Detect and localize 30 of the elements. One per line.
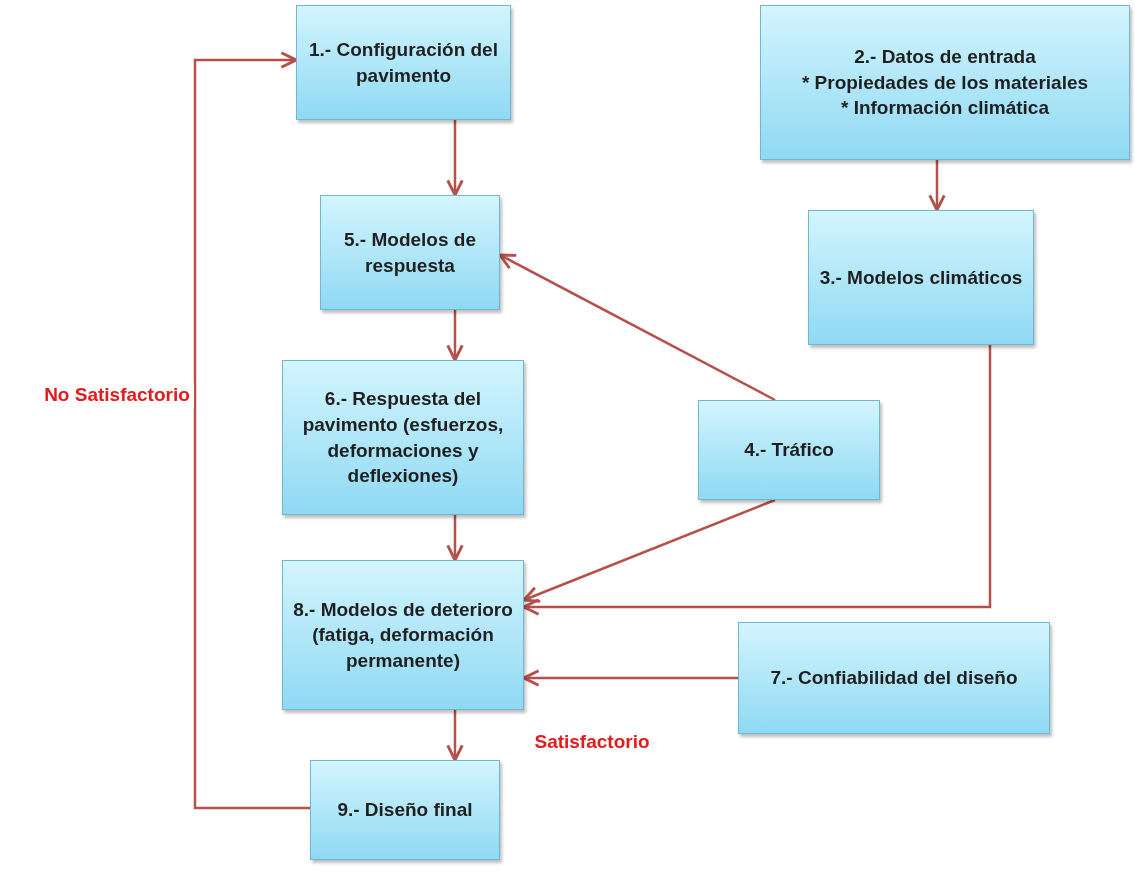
process-box: [698, 400, 880, 500]
arrow: [928, 160, 946, 212]
arrow: [522, 669, 738, 687]
box-text: 8.- Modelos de deterioro (fatiga, deformación permanente): [292, 597, 514, 673]
process-box: [310, 760, 500, 860]
process-box: [320, 195, 500, 310]
arrow: [498, 253, 776, 402]
arrow: [446, 515, 464, 562]
process-box: [282, 560, 524, 710]
box-text: * Propiedades de los materiales: [801, 70, 1089, 95]
box-text: 5.- Modelos de respuesta: [343, 227, 477, 278]
box-text: 2.- Datos de entrada: [854, 45, 1036, 70]
arrow: [522, 498, 776, 603]
arrow: [522, 345, 992, 616]
process-box: [760, 5, 1130, 160]
arrow: [193, 51, 310, 810]
box-text: 1.- Configuración del pavimento: [308, 37, 499, 88]
process-box: [738, 622, 1050, 734]
process-box: [808, 210, 1034, 345]
box-text: 7.- Confiabilidad del diseño: [770, 666, 1018, 691]
box-text: 3.- Modelos climáticos: [819, 265, 1023, 290]
process-box: [282, 360, 524, 515]
box-text: 6.- Respuesta del pavimento (esfuerzos, deformaciones y deflexiones): [301, 387, 505, 489]
arrow: [446, 310, 464, 362]
box-text: 4.- Tráfico: [744, 438, 834, 463]
box-text: 9.- Diseño final: [337, 798, 473, 823]
process-box: [296, 5, 511, 120]
arrow: [446, 120, 464, 197]
arrow: [446, 710, 464, 762]
box-text: * Información climática: [841, 96, 1049, 121]
